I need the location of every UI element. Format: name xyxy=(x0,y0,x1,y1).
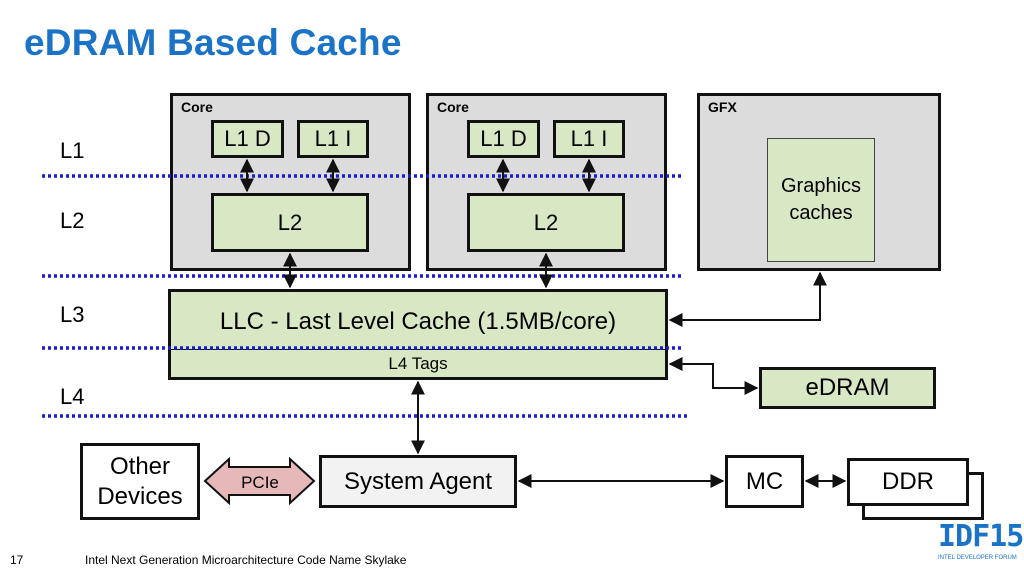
graphics-caches-box: Graphics caches xyxy=(767,138,875,262)
footer-text: Intel Next Generation Microarchitecture … xyxy=(85,553,407,567)
idf-logo-sub: INTEL DEVELOPER FORUM xyxy=(938,555,1017,561)
other-devices-box: Other Devices xyxy=(80,443,200,520)
l4-tags-box: L4 Tags xyxy=(168,349,668,380)
system-agent-box: System Agent xyxy=(319,455,517,508)
core-2-l2: L2 xyxy=(467,193,625,252)
core-2-l1i: L1 I xyxy=(553,120,625,158)
level-label-l4: L4 xyxy=(60,384,85,409)
arrow-l4tags-edram xyxy=(668,357,759,395)
core-1-l2: L2 xyxy=(211,193,369,252)
pcie-arrow xyxy=(203,456,316,506)
idf-logo: IDF15 INTEL DEVELOPER FORUM xyxy=(938,519,1024,570)
core-2-l1d: L1 D xyxy=(467,120,540,158)
gfx-label: GFX xyxy=(708,99,737,115)
page-title: eDRAM Based Cache xyxy=(24,22,402,63)
level-label-l1: L1 xyxy=(60,138,85,163)
core-1-l1i: L1 I xyxy=(297,120,369,158)
ddr-box: DDR xyxy=(847,458,969,506)
arrow-llc-gfx xyxy=(668,271,827,327)
level-label-l2: L2 xyxy=(60,208,85,233)
core-2-label: Core xyxy=(437,99,469,115)
edram-box: eDRAM xyxy=(759,367,936,409)
core-1-label: Core xyxy=(181,99,213,115)
level-label-l3: L3 xyxy=(60,302,85,327)
llc-box: LLC - Last Level Cache (1.5MB/core) xyxy=(168,289,668,351)
idf-logo-main: IDF15 xyxy=(938,519,1024,554)
pcie-label: PCIe xyxy=(241,473,279,492)
mc-box: MC xyxy=(725,455,804,508)
core-1-l1d: L1 D xyxy=(211,120,284,158)
page-number: 17 xyxy=(10,553,24,567)
